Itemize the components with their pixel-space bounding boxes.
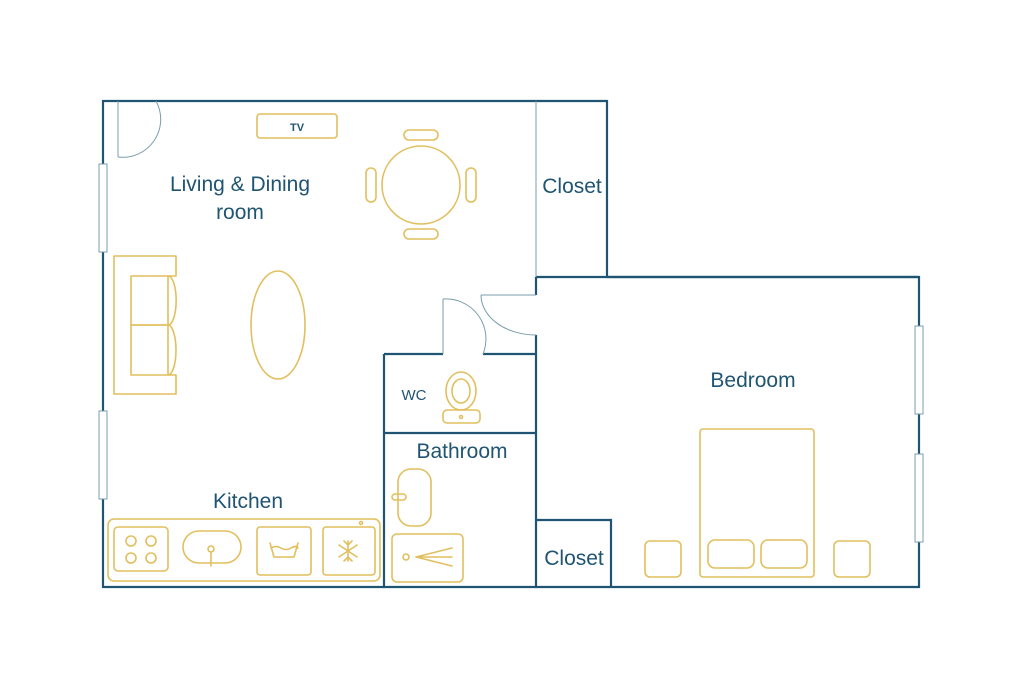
walls <box>101 99 921 589</box>
windows <box>98 163 924 543</box>
wc-label: WC <box>402 387 427 404</box>
shower-icon <box>391 533 464 583</box>
room-labels: Living & Dining room Closet Bedroom WC B… <box>170 173 796 570</box>
doors <box>117 100 537 355</box>
coffee-table <box>250 270 306 380</box>
door-wc <box>442 298 487 355</box>
bathroom-label: Bathroom <box>416 440 507 463</box>
tv-stand <box>256 113 338 139</box>
dining-table-icon <box>365 129 477 240</box>
nightstand-left <box>644 540 682 578</box>
bed-icon <box>699 428 815 578</box>
nightstand-right <box>833 540 871 578</box>
door-bedroom <box>480 294 537 336</box>
living-furniture: TV <box>113 113 477 395</box>
living-dining-label: Living & Dining <box>170 173 310 196</box>
fridge-icon <box>322 520 376 576</box>
toilet-icon <box>442 371 481 424</box>
bathroom-sink <box>391 468 432 527</box>
wall-closet-bottom <box>536 518 613 587</box>
kitchen-counter <box>107 518 381 582</box>
kitchen-label: Kitchen <box>213 490 283 513</box>
window-bedroom-upper <box>914 325 924 415</box>
tv-label: TV <box>290 122 305 134</box>
stove-icon <box>113 526 169 572</box>
washing-machine-icon <box>256 526 312 576</box>
window-living-lower <box>98 410 108 500</box>
sink-icon <box>182 530 242 567</box>
closet-top-label: Closet <box>542 175 602 198</box>
window-living-upper <box>98 163 108 253</box>
door-entrance <box>117 100 162 158</box>
bedroom-label: Bedroom <box>710 369 795 392</box>
living-dining-label-line2: room <box>216 201 264 224</box>
window-bedroom-lower <box>914 453 924 543</box>
sofa-icon <box>113 255 177 395</box>
closet-bottom-label: Closet <box>544 547 604 570</box>
